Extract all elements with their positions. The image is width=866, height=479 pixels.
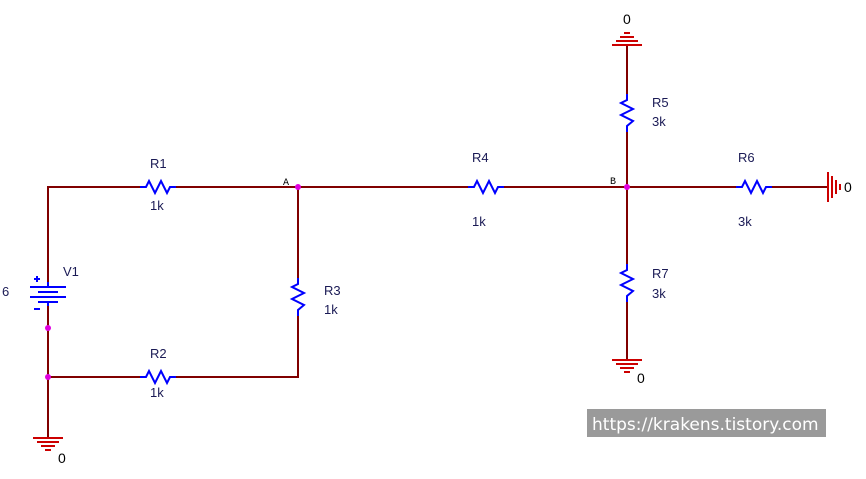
watermark-text: https://krakens.tistory.com [592, 415, 819, 435]
junction-a [295, 184, 301, 190]
ground-symbol-left [33, 437, 63, 451]
label-r1-value: 1k [150, 198, 164, 213]
label-v1-value: 6 [2, 284, 9, 299]
wires [47, 45, 828, 438]
resistor-r7[interactable] [618, 264, 636, 302]
label-r4-name: R4 [472, 150, 489, 165]
battery-v1[interactable] [30, 276, 66, 310]
label-r5-name: R5 [652, 95, 669, 110]
label-r3-name: R3 [324, 283, 341, 298]
resistor-r5[interactable] [618, 94, 636, 132]
label-r6-value: 3k [738, 214, 752, 229]
label-r2-name: R2 [150, 346, 167, 361]
label-r5-value: 3k [652, 114, 666, 129]
ground-symbol-right [827, 172, 841, 202]
resistor-r4[interactable] [468, 178, 504, 196]
wire-r3-to-r2 [176, 316, 299, 378]
resistor-r2[interactable] [140, 368, 176, 386]
label-r3-value: 1k [324, 302, 338, 317]
junction-b [624, 184, 630, 190]
ground-symbol-r7 [612, 359, 642, 373]
label-r2-value: 1k [150, 385, 164, 400]
watermark-background [587, 409, 826, 437]
label-ground-left: 0 [58, 450, 66, 466]
junction-v1-bottom [45, 325, 51, 331]
label-v1-name: V1 [63, 264, 79, 279]
label-r6-name: R6 [738, 150, 755, 165]
resistor-r3[interactable] [289, 278, 307, 316]
label-node-a: A [283, 178, 289, 189]
label-ground-top: 0 [623, 11, 631, 27]
label-r7-value: 3k [652, 286, 666, 301]
ground-symbol-top [612, 32, 642, 46]
label-r4-value: 1k [472, 214, 486, 229]
label-r1-name: R1 [150, 156, 167, 171]
resistor-r1[interactable] [140, 178, 176, 196]
resistor-r6[interactable] [736, 178, 772, 196]
label-ground-right: 0 [844, 179, 852, 195]
wire-v1-to-r1 [47, 186, 140, 282]
label-ground-r7: 0 [637, 370, 645, 386]
label-node-b: B [610, 177, 616, 188]
label-r7-name: R7 [652, 266, 669, 281]
junction-left-bottom [45, 374, 51, 380]
